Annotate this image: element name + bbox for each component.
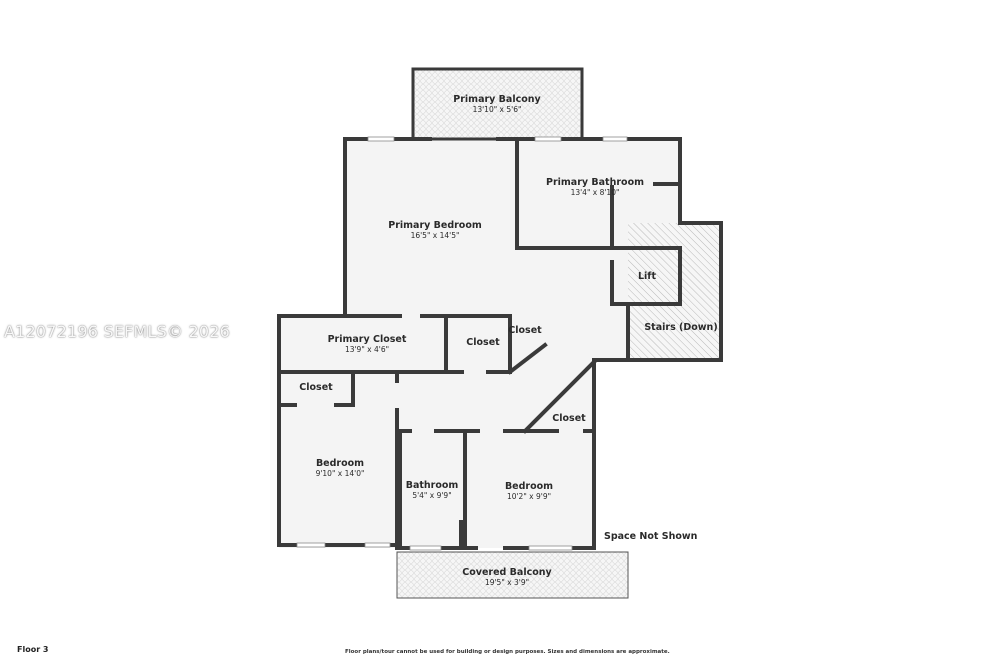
primary-balcony-dim: 13'10" x 5'6" xyxy=(473,105,522,114)
closet-b-name: Closet xyxy=(508,325,542,336)
bedroom-right-name: Bedroom xyxy=(505,481,553,492)
stairs-area xyxy=(628,223,721,360)
primary-bedroom-dim: 16'5" x 14'5" xyxy=(411,231,460,240)
walls xyxy=(277,137,723,550)
primary-closet-dim: 13'9" x 4'6" xyxy=(345,345,389,354)
primary-bathroom-name: Primary Bathroom xyxy=(546,177,644,188)
lift-name: Lift xyxy=(638,271,656,282)
closet-d-name: Closet xyxy=(552,413,586,424)
space-not-shown-label: Space Not Shown xyxy=(604,531,698,542)
bedroom-left-name: Bedroom xyxy=(316,458,364,469)
primary-balcony-area xyxy=(411,67,584,141)
closet-a-name: Closet xyxy=(466,337,500,348)
stairs-name: Stairs (Down) xyxy=(644,322,717,333)
disclaimer-text: Floor plans/tour cannot be used for buil… xyxy=(345,649,670,655)
windows xyxy=(296,136,628,551)
primary-balcony-name: Primary Balcony xyxy=(453,94,541,105)
bedroom-left-dim: 9'10" x 14'0" xyxy=(316,469,365,478)
covered-balcony-dim: 19'5" x 3'9" xyxy=(485,578,529,587)
closet-c-name: Closet xyxy=(299,382,333,393)
covered-balcony-area xyxy=(396,551,629,599)
floor-label: Floor 3 xyxy=(17,645,49,654)
primary-bathroom-dim: 13'4" x 8'10" xyxy=(571,188,620,197)
room-labels: Primary Balcony 13'10" x 5'6" Primary Be… xyxy=(299,94,717,587)
primary-closet-name: Primary Closet xyxy=(328,334,407,345)
mls-watermark: A12072196 SEFMLS© 2026 xyxy=(4,322,231,341)
bathroom-dim: 5'4" x 9'9" xyxy=(412,491,451,500)
primary-bedroom-name: Primary Bedroom xyxy=(388,220,482,231)
covered-balcony-name: Covered Balcony xyxy=(462,567,552,578)
bathroom-name: Bathroom xyxy=(406,480,459,491)
bedroom-right-dim: 10'2" x 9'9" xyxy=(507,492,551,501)
